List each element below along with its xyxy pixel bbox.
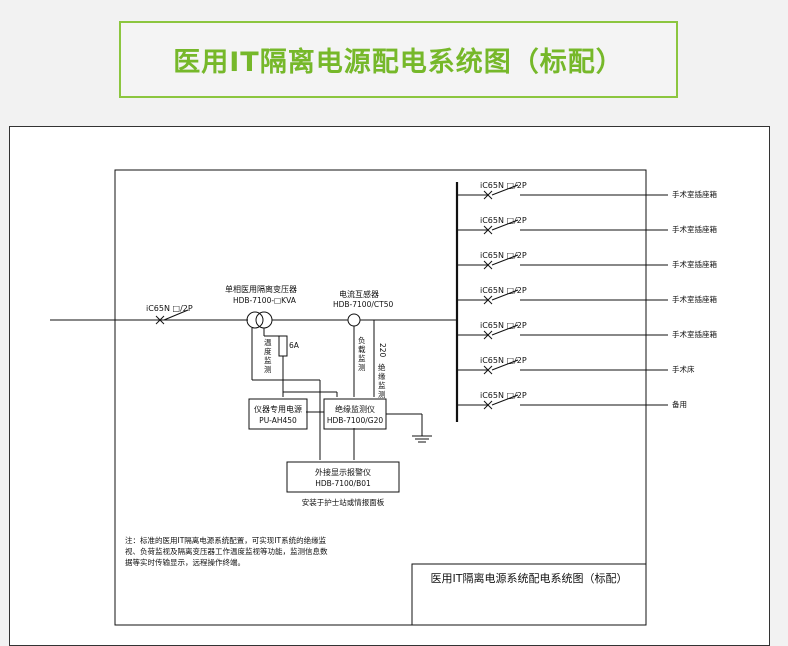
fuse-label: 6A: [289, 341, 300, 350]
insul-char-3: 监: [378, 380, 386, 390]
transformer-title: 单相医用隔离变压器: [225, 284, 297, 294]
drawing-frame: [114, 169, 647, 626]
alarm-box: [286, 461, 400, 493]
branch-load-label: 手术室插座箱: [672, 294, 717, 304]
branch-breaker-label: iC65N □/2P: [480, 251, 527, 260]
branch-circuit: iC65N □/2P 手术室插座箱: [457, 321, 717, 340]
ct-title: 电流互感器: [339, 289, 379, 299]
main-breaker-label: iC65N □/2P: [146, 304, 193, 313]
insul-char-2: 缘: [378, 371, 386, 381]
branch-load-label: 手术室插座箱: [672, 189, 717, 199]
branch-breaker-label: iC65N □/2P: [480, 321, 527, 330]
temp-char-3: 监: [264, 355, 272, 365]
transformer-symbol: [246, 311, 273, 329]
branch-circuit: iC65N □/2P 手术室插座箱: [457, 286, 717, 305]
branch-breaker-label: iC65N □/2P: [480, 356, 527, 365]
temp-char-1: 温: [264, 338, 272, 347]
ground-symbol: [412, 435, 432, 443]
alarm-box-note: 安装于护士站或情报面板: [302, 497, 385, 507]
power-supply-model: PU-AH450: [259, 416, 297, 425]
branch-load-label: 手术室插座箱: [672, 329, 717, 339]
note-line-2: 视、负荷监视及隔离变压器工作温度监视等功能，监测信息数: [125, 546, 328, 556]
power-supply-title: 仪器专用电源: [254, 404, 302, 414]
branch-breaker-label: iC65N □/2P: [480, 391, 527, 400]
note-line-3: 据等实时传输显示，远程操作终端。: [125, 557, 245, 567]
load-char-4: 测: [358, 363, 366, 372]
branch-circuit: iC65N □/2P 备用: [457, 391, 687, 410]
branch-load-label: 备用: [672, 399, 687, 409]
branch-circuit: iC65N □/2P 手术室插座箱: [457, 181, 717, 200]
title-block-text: 医用IT隔离电源系统配电系统图（标配）: [431, 571, 628, 585]
insulation-monitor-box: [323, 398, 387, 430]
branch-breaker-label: iC65N □/2P: [480, 181, 527, 190]
power-supply-box: [248, 398, 308, 430]
branch-circuit: iC65N □/2P 手术床: [457, 356, 695, 375]
temp-char-4: 测: [264, 365, 272, 374]
branch-breaker-label: iC65N □/2P: [480, 216, 527, 225]
load-char-1: 负: [358, 335, 366, 345]
transformer-model: HDB-7100-□KVA: [233, 296, 297, 305]
alarm-box-title: 外接显示报警仪: [315, 467, 371, 477]
insulation-monitor-model: HDB-7100/G20: [327, 416, 383, 425]
main-breaker-symbol: [155, 309, 189, 325]
page-banner: 医用IT隔离电源配电系统图（标配）: [119, 21, 678, 98]
insul-char-4: 测: [378, 390, 386, 399]
ct-model: HDB-7100/CT50: [333, 300, 393, 309]
alarm-box-model: HDB-7100/B01: [315, 479, 371, 488]
load-char-3: 监: [358, 353, 366, 363]
insulation-monitor-title: 绝缘监测仪: [335, 404, 375, 414]
ct-symbol: [347, 313, 361, 327]
insul-char-1: 绝: [378, 362, 386, 372]
insul-220-label: 220: [378, 343, 387, 358]
branch-breaker-label: iC65N □/2P: [480, 286, 527, 295]
title-block: [411, 563, 647, 626]
note-line-1: 注：标准的医用IT隔离电源系统配置，可实现IT系统的绝缘监: [125, 535, 327, 545]
temp-char-2: 度: [264, 346, 272, 356]
fuse-symbol: [278, 335, 288, 357]
branch-circuit: iC65N □/2P 手术室插座箱: [457, 216, 717, 235]
page-title: 医用IT隔离电源配电系统图（标配）: [173, 47, 624, 78]
branch-load-label: 手术室插座箱: [672, 259, 717, 269]
branch-load-label: 手术床: [672, 364, 695, 374]
branch-circuit: iC65N □/2P 手术室插座箱: [457, 251, 717, 270]
load-char-2: 载: [358, 344, 366, 354]
branch-load-label: 手术室插座箱: [672, 224, 717, 234]
